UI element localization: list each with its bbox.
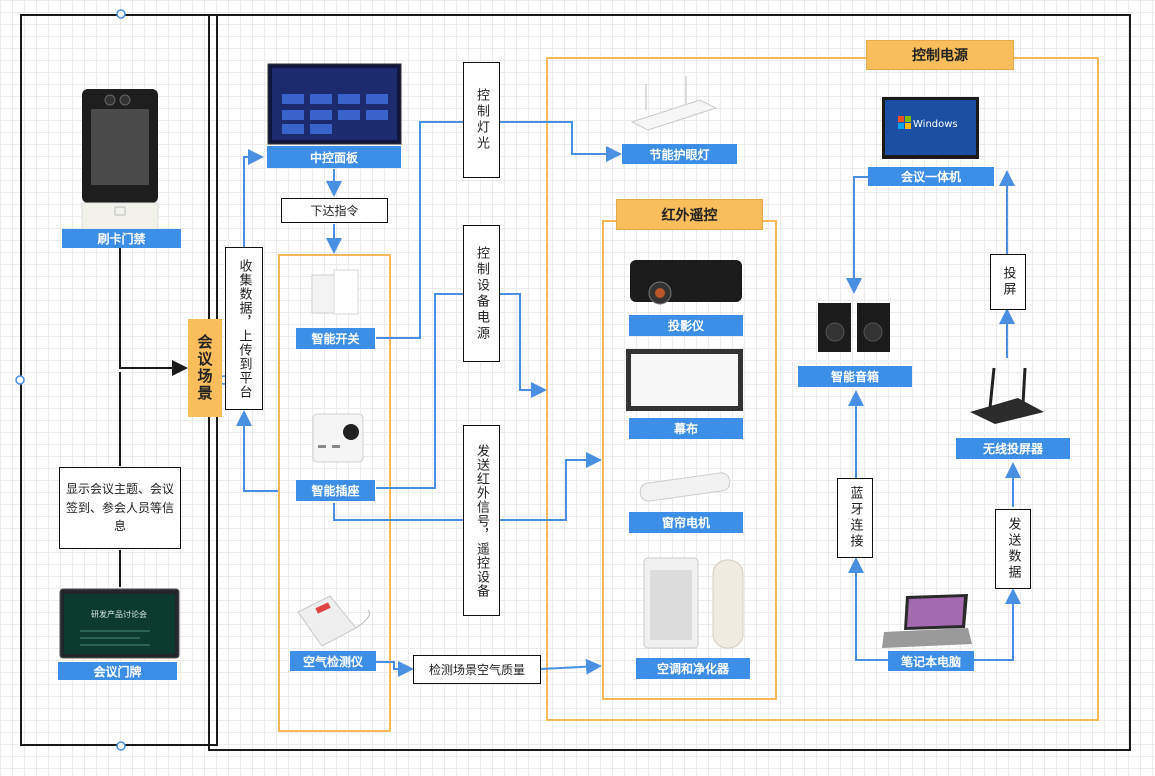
- note-send-data: 发送数据: [995, 509, 1031, 589]
- sign-screen-title: 研发产品讨论会: [91, 610, 147, 619]
- sensor-group-frame: [278, 254, 391, 732]
- windows-logo-text: Windows: [913, 119, 958, 130]
- label-air-detector: 空气检测仪: [290, 651, 376, 671]
- label-screen: 幕布: [629, 418, 743, 439]
- label-card-access: 刷卡门禁: [62, 229, 181, 248]
- hub-meeting-scene: 会议场景: [188, 319, 222, 417]
- label-ir-control: 红外遥控: [616, 199, 763, 230]
- label-smart-speaker: 智能音箱: [798, 366, 912, 387]
- label-curtain-motor: 窗帘电机: [629, 512, 743, 533]
- note-control-power: 控制设备电源: [463, 225, 500, 362]
- label-ac-purifier: 空调和净化器: [636, 658, 750, 679]
- power-control-frame: [546, 57, 1099, 721]
- note-sign-info: 显示会议主题、会议签到、参会人员等信息: [59, 467, 181, 549]
- label-eye-lamp: 节能护眼灯: [622, 144, 737, 164]
- label-smart-switch: 智能开关: [296, 328, 375, 349]
- label-laptop: 笔记本电脑: [888, 651, 974, 671]
- label-projector: 投影仪: [629, 315, 743, 336]
- note-cast-screen: 投屏: [990, 254, 1026, 310]
- note-control-light: 控制灯光: [463, 62, 500, 178]
- label-power-control: 控制电源: [866, 40, 1014, 70]
- label-meeting-sign: 会议门牌: [58, 662, 177, 680]
- note-bluetooth: 蓝牙连接: [837, 478, 873, 558]
- note-collect-upload: 收集数据，上传到平台: [225, 247, 263, 410]
- label-smart-socket: 智能插座: [296, 480, 375, 501]
- label-central-panel: 中控面板: [267, 146, 401, 168]
- note-detect-air: 检测场景空气质量: [413, 655, 541, 684]
- note-send-ir: 发送红外信号，遥控设备: [463, 425, 500, 616]
- note-issue-command: 下达指令: [281, 198, 388, 223]
- label-wireless-caster: 无线投屏器: [956, 438, 1070, 459]
- label-meeting-pc: 会议一体机: [868, 167, 994, 186]
